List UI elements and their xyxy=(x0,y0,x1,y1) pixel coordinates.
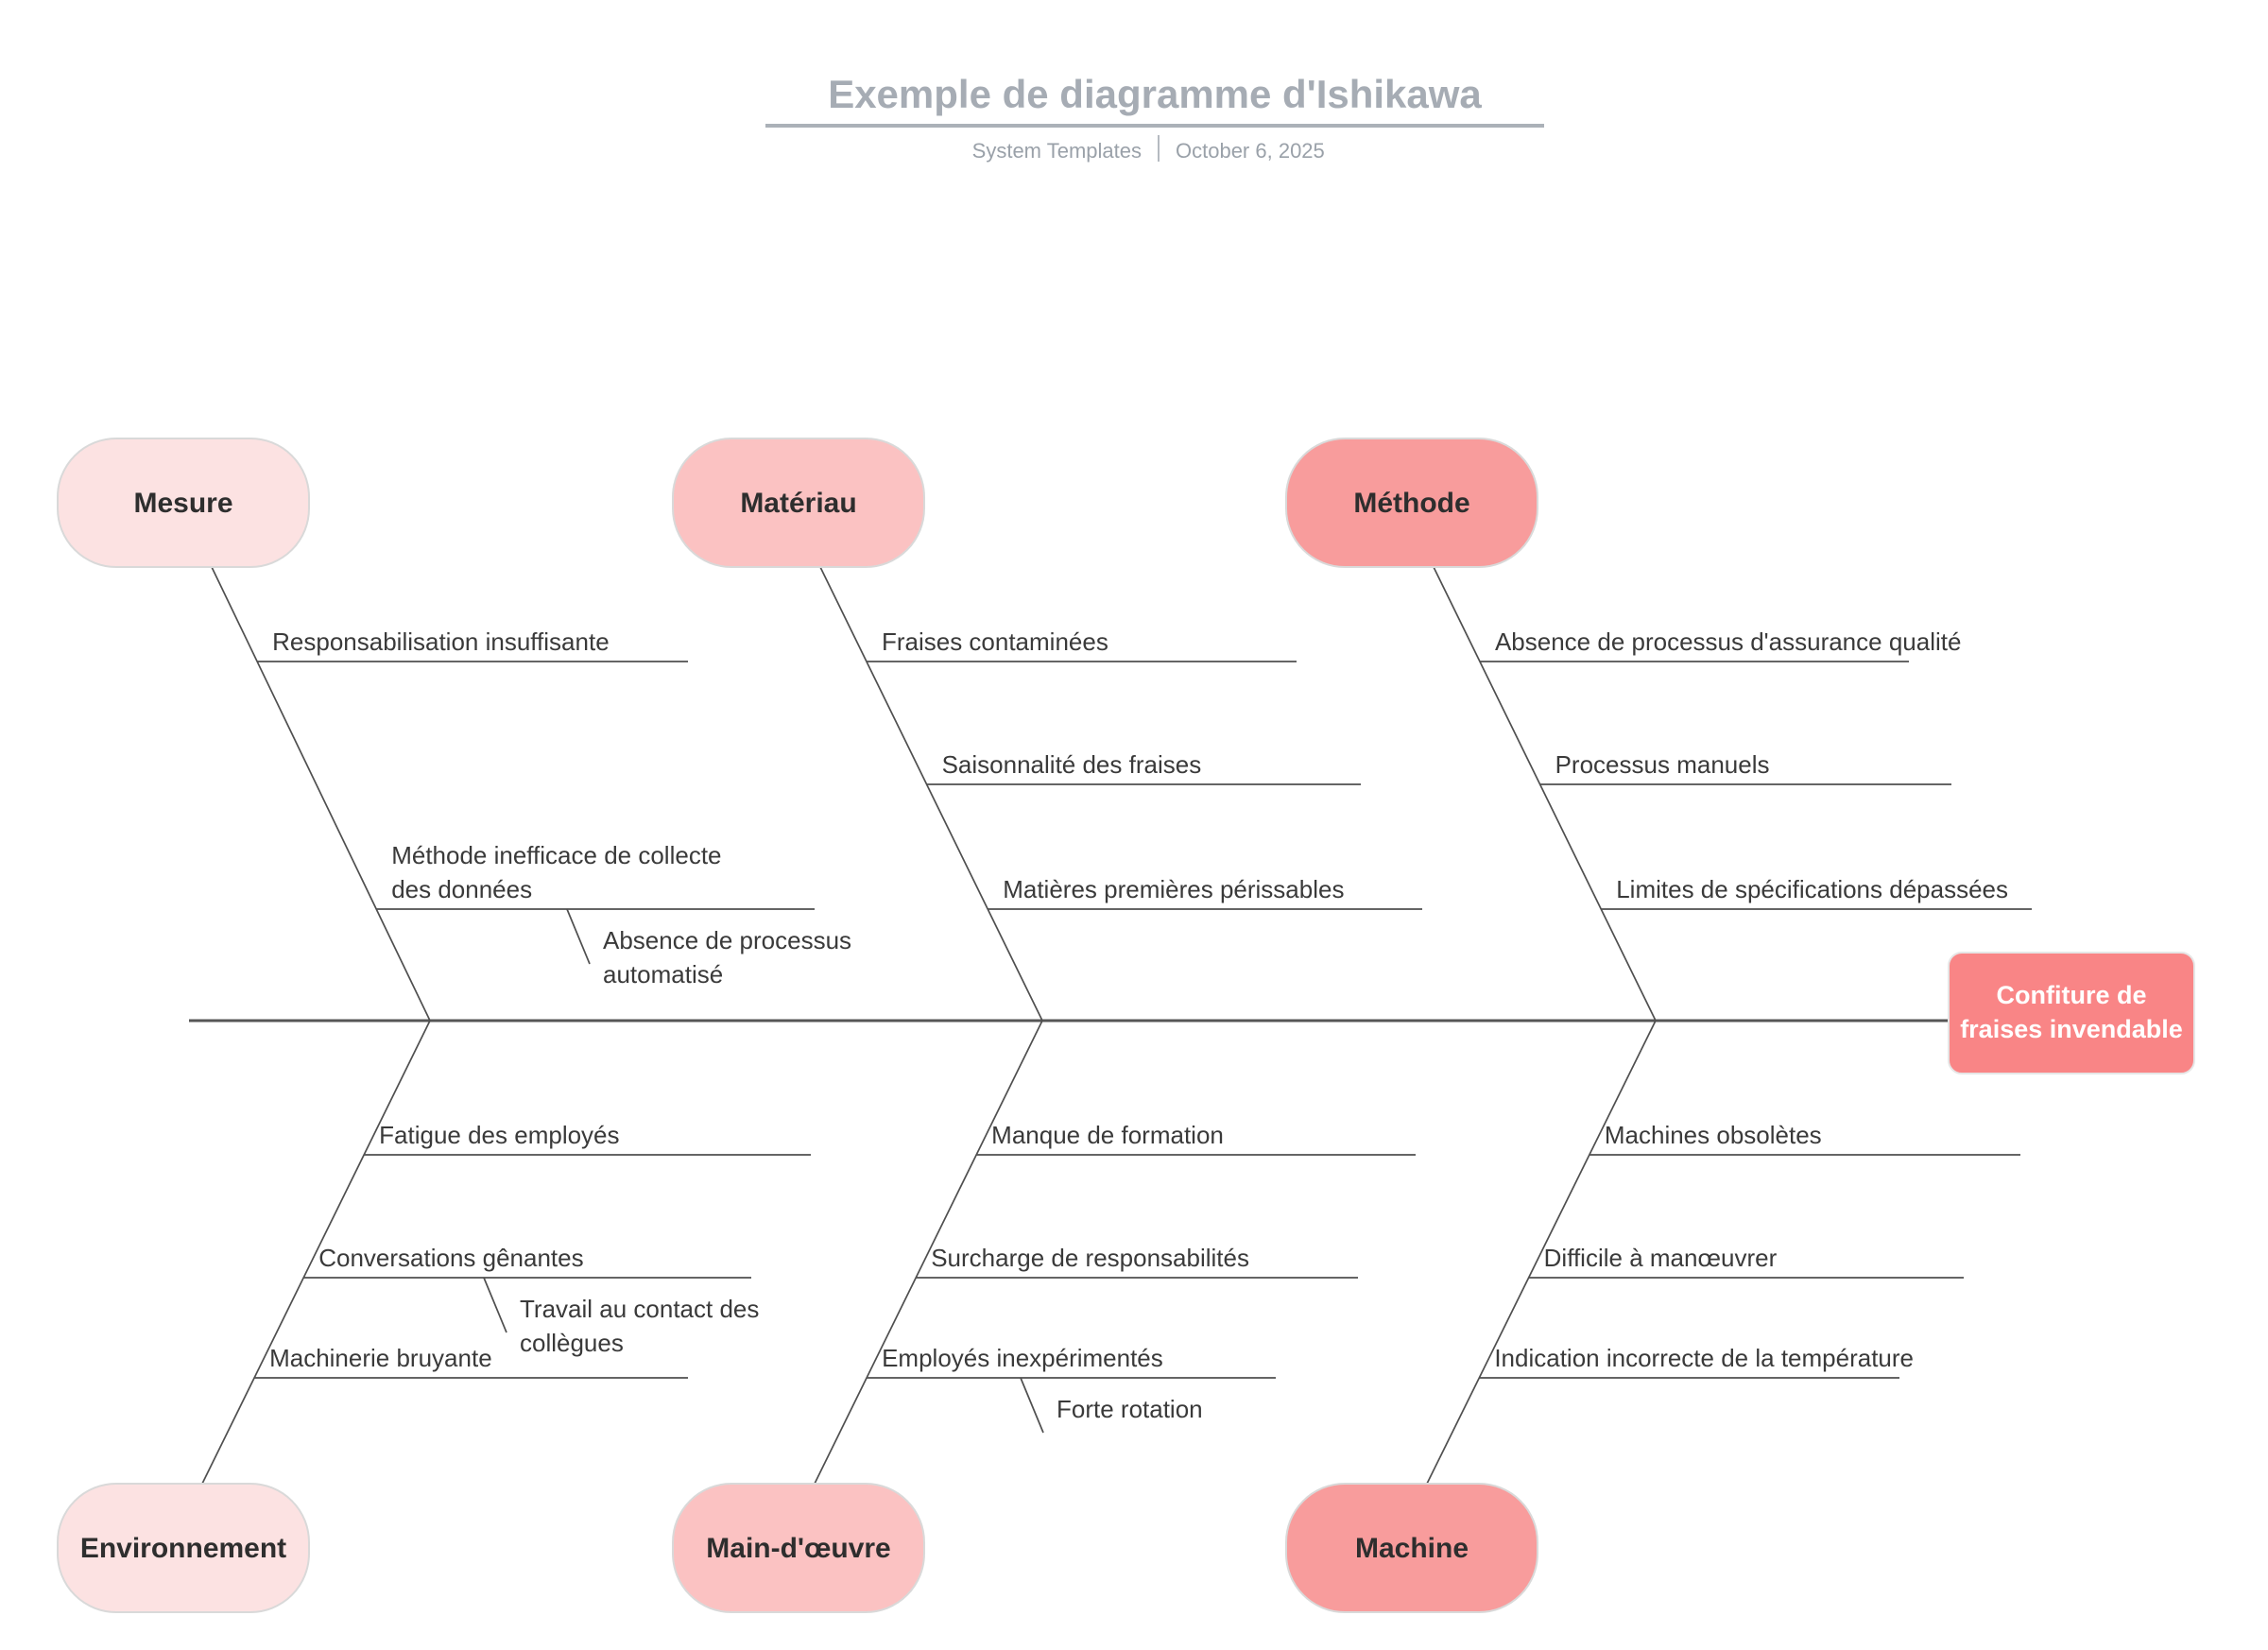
category-label-environnement: Environnement xyxy=(80,1533,286,1564)
cause-label[interactable]: Fatigue des employés xyxy=(379,1121,619,1149)
materiau-branch-line xyxy=(819,566,1043,1022)
effect-label: fraises invendable xyxy=(1960,1015,2183,1043)
category-bubble-methode[interactable] xyxy=(1285,438,1538,568)
cause-label[interactable]: Absence de processus d'assurance qualité xyxy=(1495,627,1962,656)
cause-label[interactable]: Difficile à manœuvrer xyxy=(1544,1244,1778,1272)
methode-branch-line xyxy=(1433,566,1657,1022)
subcause-label[interactable]: Forte rotation xyxy=(1057,1395,1203,1423)
category-bubble-materiau[interactable] xyxy=(672,438,925,568)
subcause-line xyxy=(483,1277,507,1333)
main-doeuvre-branch-line xyxy=(814,1020,1043,1485)
effect-node: Confiture de fraises invendable xyxy=(1948,952,2195,1074)
cause-label[interactable]: Conversations gênantes xyxy=(318,1244,583,1272)
branch-methode: Absence de processus d'assurance qualité… xyxy=(1285,438,2032,1022)
category-label-methode: Méthode xyxy=(1353,488,1469,519)
category-bubble-mesure[interactable] xyxy=(57,438,310,568)
mesure-branch-line xyxy=(211,566,431,1022)
cause-label[interactable]: Machines obsolètes xyxy=(1605,1121,1822,1149)
category-label-machine: Machine xyxy=(1355,1533,1469,1564)
environnement-branch-line xyxy=(201,1020,431,1485)
cause-label[interactable]: Fraises contaminées xyxy=(882,627,1108,656)
category-label-main-doeuvre: Main-d'œuvre xyxy=(706,1533,890,1564)
machine-branch-line xyxy=(1426,1020,1657,1485)
subcause-label[interactable]: automatisé xyxy=(603,960,723,988)
cause-label[interactable]: Indication incorrecte de la température xyxy=(1494,1344,1914,1372)
category-bubble-main-doeuvre[interactable] xyxy=(672,1483,925,1613)
effect-label: Confiture de xyxy=(1997,981,2147,1009)
cause-label[interactable]: Processus manuels xyxy=(1555,750,1770,779)
subcause-label[interactable]: collègues xyxy=(520,1329,624,1357)
cause-label[interactable]: Saisonnalité des fraises xyxy=(942,750,1202,779)
cause-label[interactable]: des données xyxy=(391,875,532,903)
page-title: Exemple de diagramme d'Ishikawa xyxy=(828,72,1482,116)
cause-label[interactable]: Employés inexpérimentés xyxy=(882,1344,1163,1372)
effect-box[interactable] xyxy=(1948,952,2195,1074)
cause-label[interactable]: Méthode inefficace de collecte xyxy=(391,841,721,869)
author-label: System Templates xyxy=(972,139,1142,163)
category-label-mesure: Mesure xyxy=(133,488,232,519)
cause-label[interactable]: Surcharge de responsabilités xyxy=(931,1244,1249,1272)
cause-label[interactable]: Responsabilisation insuffisante xyxy=(272,627,610,656)
subcause-line xyxy=(566,908,591,965)
cause-label[interactable]: Limites de spécifications dépassées xyxy=(1616,875,2008,903)
cause-label[interactable]: Manque de formation xyxy=(991,1121,1224,1149)
cause-label[interactable]: Matières premières périssables xyxy=(1003,875,1344,903)
subcause-line xyxy=(1020,1377,1044,1434)
category-label-materiau: Matériau xyxy=(740,488,856,519)
date-label: October 6, 2025 xyxy=(1176,139,1325,163)
diagram-header: Exemple de diagramme d'Ishikawa System T… xyxy=(765,72,1544,163)
subcause-label[interactable]: Travail au contact des xyxy=(520,1295,759,1323)
subcause-label[interactable]: Absence de processus xyxy=(603,926,851,954)
category-bubble-machine[interactable] xyxy=(1285,1483,1538,1613)
category-bubble-environnement[interactable] xyxy=(57,1483,310,1613)
cause-label[interactable]: Machinerie bruyante xyxy=(269,1344,492,1372)
